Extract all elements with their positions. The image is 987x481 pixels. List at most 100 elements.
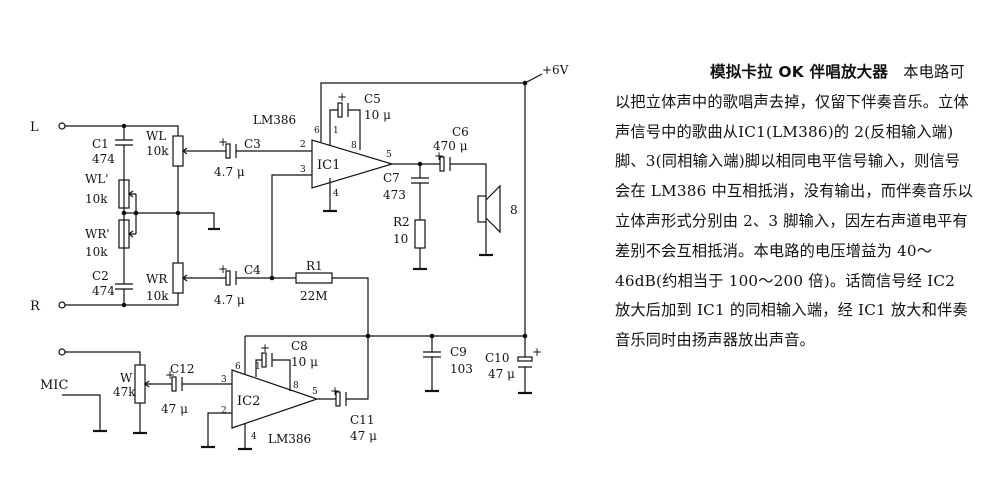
c5-label: C5 — [364, 92, 381, 106]
wl2-value: 10k — [85, 192, 108, 206]
c5-polarity: + — [337, 90, 347, 104]
c3-polarity: + — [218, 135, 228, 149]
potentiometer-w — [134, 364, 152, 432]
c4-polarity: + — [218, 262, 228, 276]
ic2-pin5: 5 — [312, 387, 318, 397]
potentiometer-wr-prime — [118, 213, 137, 249]
wire-pot-center — [124, 212, 215, 228]
w-value: 47k — [113, 385, 136, 399]
c11-label: C11 — [350, 413, 374, 427]
c4-value: 4.7 μ — [214, 293, 245, 307]
ic1-pin8: 8 — [351, 141, 357, 151]
capacitor-c1 — [115, 126, 133, 213]
r2-value: 10 — [393, 232, 408, 246]
supply-label: +6V — [542, 63, 569, 77]
wr-value: 10k — [146, 289, 169, 303]
speaker-icon — [477, 184, 501, 234]
c9-value: 103 — [450, 362, 473, 376]
ic2-pin2: 2 — [221, 406, 227, 416]
ic2-pin8: 8 — [293, 381, 299, 391]
resistor-r1 — [295, 272, 333, 284]
description-body: 本电路可以把立体声中的歌唱声去掉，仅留下伴奏音乐。立体声信号中的歌曲从IC1(L… — [615, 63, 974, 350]
r2-label: R2 — [393, 215, 410, 229]
w-label: W — [120, 371, 133, 385]
speaker-value: 8 — [510, 203, 518, 217]
capacitor-c10 — [517, 336, 533, 392]
wl-label: WL — [146, 129, 166, 143]
ic2-amplifier — [231, 369, 319, 429]
ic2-pin1: 1 — [255, 362, 261, 372]
c12-polarity: + — [165, 368, 175, 382]
wire-mic-gnd — [62, 394, 101, 430]
ic1-pin2: 2 — [300, 140, 306, 150]
ic1-amplifier — [311, 139, 395, 189]
wl2-label: WL' — [85, 172, 109, 186]
c3-value: 4.7 μ — [214, 165, 245, 179]
ic2-part: LM386 — [268, 432, 311, 446]
c1-value: 474 — [92, 152, 115, 166]
ic1-pin5: 5 — [386, 150, 392, 160]
ic1-pin3: 3 — [300, 165, 306, 175]
c11-polarity: + — [330, 384, 340, 398]
c10-polarity: + — [532, 345, 542, 359]
wr-label: WR — [146, 272, 168, 286]
c10-value: 47 μ — [488, 367, 515, 381]
c12-label: C12 — [170, 362, 194, 376]
c2-label: C2 — [92, 269, 109, 283]
c11-value: 47 μ — [350, 429, 377, 443]
c6-label: C6 — [452, 125, 469, 139]
wr2-label: WR' — [85, 227, 110, 241]
ic2-label: IC2 — [237, 394, 260, 409]
wl-value: 10k — [146, 144, 169, 158]
wire-right-input — [65, 293, 179, 306]
c7-value: 473 — [383, 188, 406, 202]
c2-value: 474 — [92, 284, 115, 298]
c5-value: 10 μ — [364, 108, 391, 122]
wire-c6-to-speaker — [450, 163, 487, 196]
c10-label: C10 — [485, 351, 509, 365]
ic1-pin4: 4 — [333, 189, 339, 199]
wire-noninv-ic1 — [271, 174, 312, 278]
description-title: 模拟卡拉 OK 伴唱放大器 — [710, 63, 889, 81]
c9-label: C9 — [450, 345, 467, 359]
circuit-description: 模拟卡拉 OK 伴唱放大器 本电路可以把立体声中的歌唱声去掉，仅留下伴奏音乐。立… — [615, 58, 975, 356]
c6-value: 470 μ — [433, 139, 468, 153]
wire-r1-to-supply — [332, 277, 369, 336]
ic2-pin6: 6 — [235, 362, 241, 372]
c8-value: 10 μ — [291, 355, 318, 369]
wire-ic1-gain — [329, 109, 361, 150]
ic1-part: LM386 — [253, 113, 296, 127]
wire-ic2-inv-gnd — [207, 412, 232, 446]
input-label-right: R — [30, 299, 41, 314]
c1-label: C1 — [92, 137, 109, 151]
capacitor-c2 — [115, 213, 133, 305]
wire-ic1-vcc — [320, 82, 526, 336]
potentiometer-wr — [172, 213, 190, 294]
potentiometer-wl — [172, 135, 190, 213]
wire-c11-to-r1 — [346, 336, 369, 400]
wire-left-input — [65, 125, 179, 136]
resistor-r2 — [414, 219, 426, 268]
ic2-pin4: 4 — [251, 432, 257, 442]
capacitor-c9 — [423, 336, 441, 390]
wire-ic2-gain — [255, 359, 291, 391]
r1-label: R1 — [306, 259, 323, 273]
input-terminal-mic — [58, 348, 66, 356]
input-label-mic: MIC — [40, 378, 68, 393]
ic1-label: IC1 — [317, 158, 340, 173]
c4-label: C4 — [244, 263, 261, 277]
input-label-left: L — [30, 120, 39, 135]
ic1-pin6: 6 — [314, 126, 320, 136]
ic2-pin3: 3 — [221, 375, 227, 385]
input-terminal-left — [58, 122, 66, 130]
c12-value: 47 μ — [161, 402, 188, 416]
potentiometer-wl-prime — [118, 179, 137, 213]
c8-label: C8 — [291, 339, 308, 353]
wire-mic-input — [65, 351, 141, 365]
c6-polarity: + — [434, 149, 444, 163]
ic1-pin1: 1 — [333, 126, 339, 136]
r1-value: 22M — [300, 289, 328, 303]
capacitor-c7 — [411, 164, 429, 220]
wr2-value: 10k — [85, 245, 108, 259]
